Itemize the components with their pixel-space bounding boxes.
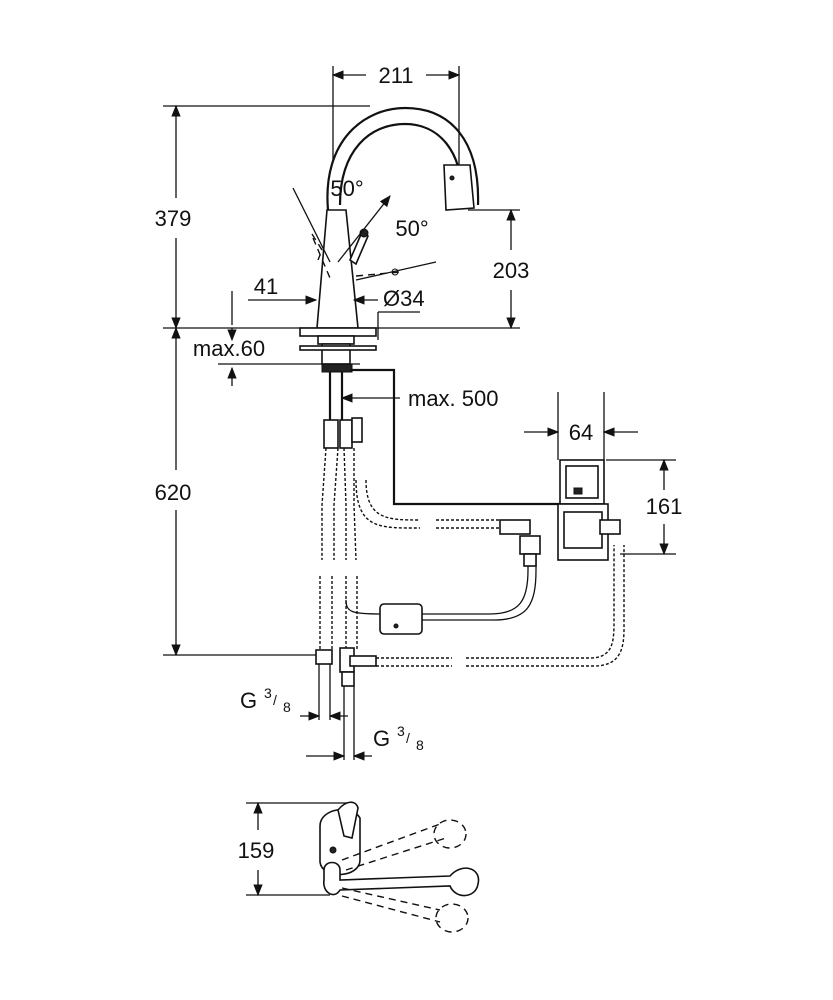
dimension-hole-diameter: Ø34 [352,286,425,340]
label-620: 620 [155,480,192,505]
supply-hoses [315,368,625,760]
dimension-box-width: 64 [524,392,638,460]
label-angle-left: 50° [330,176,363,201]
dimension-connection-right: G 3 / 8 [306,723,424,761]
label-g-right-num: 3 [397,723,405,739]
faucet-body [292,106,480,373]
label-max-60: max.60 [193,336,265,361]
label-g-right-den: 8 [416,737,424,753]
label-g-left-num: 3 [264,685,272,701]
top-view: 159 [238,801,480,933]
dimension-spout-clearance: 203 [468,208,530,330]
label-diameter-34: Ø34 [383,286,425,311]
label-379: 379 [155,206,192,231]
label-g-right: G [373,726,390,751]
label-max-500: max. 500 [408,386,499,411]
label-64: 64 [569,420,593,445]
dimension-max-deck: max.60 [193,328,360,386]
label-41: 41 [254,274,278,299]
fraction-slash-right: / [406,730,410,746]
label-211: 211 [378,63,413,88]
label-161: 161 [646,494,683,519]
label-g-left-den: 8 [283,699,291,715]
control-box [557,440,621,561]
fraction-slash-left: / [273,692,277,708]
dimension-connection-left: G 3 / 8 [240,685,348,721]
dimension-below-deck: 620 [155,326,320,657]
label-159: 159 [238,838,275,863]
label-203: 203 [493,258,530,283]
dimension-max-500: max. 500 [340,386,499,411]
dimension-spout-reach: 211 [331,63,461,185]
dimension-handle-offset: 41 [231,274,318,325]
label-angle-right: 50° [395,216,428,241]
label-g-left: G [240,688,257,713]
dimension-box-height: 161 [606,458,683,556]
